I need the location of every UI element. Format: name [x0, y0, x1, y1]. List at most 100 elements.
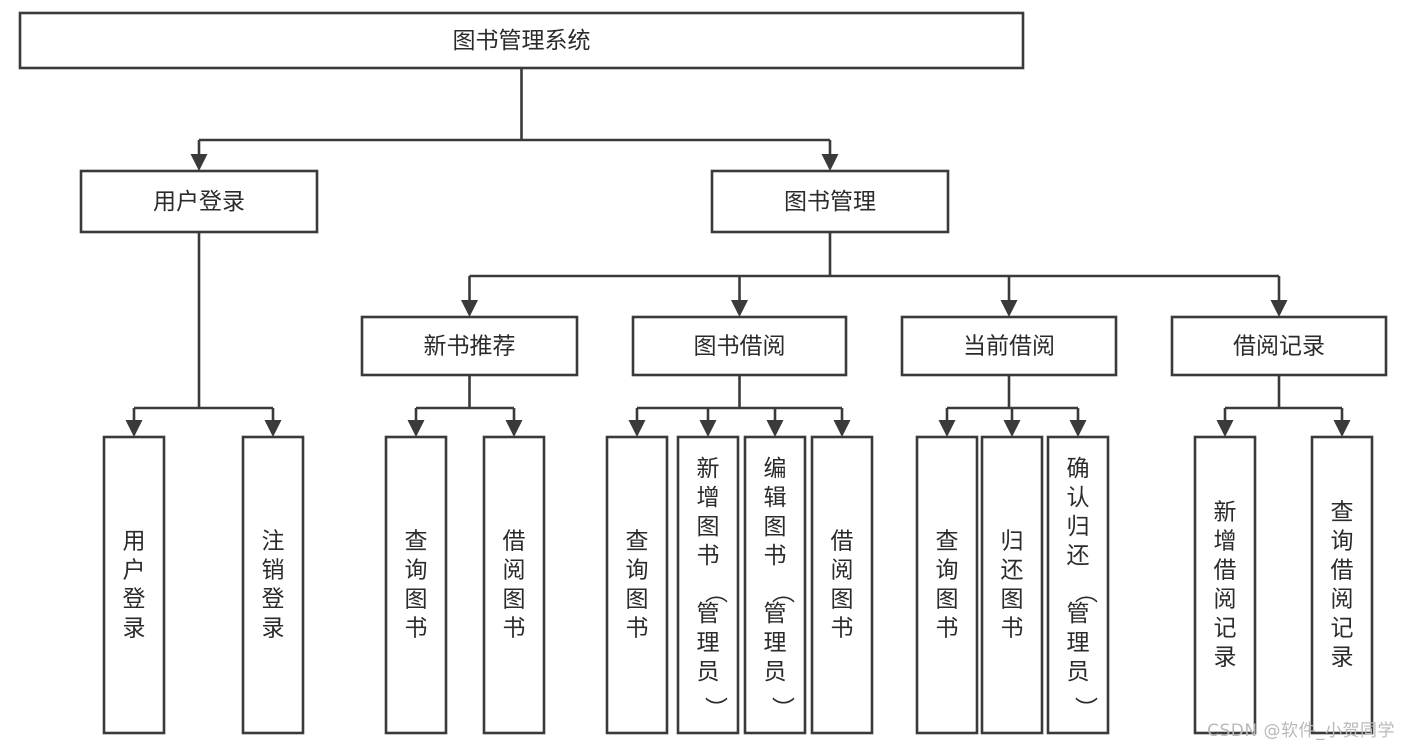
arrow-head-icon: [821, 154, 839, 171]
node-label: 借阅记录: [1233, 334, 1325, 360]
node-label-char: 阅: [503, 558, 526, 584]
node-label-char: 管: [697, 601, 720, 627]
node-box: [1170, 315, 1388, 377]
node-level3-book-borrow[interactable]: 图书借阅: [631, 315, 848, 377]
node-label-char: 查: [936, 529, 959, 555]
node-box: [710, 169, 950, 234]
node-label-char: 员: [764, 659, 787, 685]
arrow-head-icon: [1333, 420, 1351, 437]
node-box: [241, 435, 305, 735]
node-root-book-management-system[interactable]: 图书管理系统: [18, 11, 1025, 70]
node-box: [810, 435, 874, 735]
node-label-char: ）: [1072, 697, 1098, 720]
node-label-char: （: [1072, 581, 1098, 604]
node-label-char: 借: [1331, 558, 1354, 584]
node-label-char: 录: [262, 616, 285, 642]
node-label-char: 书: [503, 616, 526, 642]
node-label-char: （: [702, 581, 728, 604]
node-level3-current-borrow[interactable]: 当前借阅: [900, 315, 1118, 377]
node-label-char: 图: [626, 587, 649, 613]
arrow-head-icon: [1069, 420, 1087, 437]
node-box: [482, 435, 546, 735]
node-box: [743, 435, 807, 735]
node-label-char: ）: [702, 697, 728, 720]
arrow-head-icon: [699, 420, 717, 437]
node-label-char: 认: [1067, 485, 1090, 511]
node-label-char: 询: [936, 558, 959, 584]
node-level2-user-login[interactable]: 用户登录: [79, 169, 319, 234]
node-label-char: 编: [764, 456, 787, 482]
node-level3-new-book-recommend[interactable]: 新书推荐: [360, 315, 579, 377]
node-label-char: 书: [764, 543, 787, 569]
node-label-char: 新: [1214, 500, 1237, 526]
node-box: [102, 435, 166, 735]
arrow-head-icon: [125, 420, 143, 437]
node-label-char: 增: [1214, 529, 1237, 555]
node-label-char: 理: [764, 630, 787, 656]
arrow-head-icon: [461, 300, 478, 317]
node-label-char: 询: [1331, 529, 1354, 555]
node-box: [605, 435, 669, 735]
node-label-char: 借: [831, 529, 854, 555]
node-label-char: 确: [1067, 456, 1090, 482]
node-label-char: 查: [626, 529, 649, 555]
node-box: [384, 435, 448, 735]
node-box: [360, 315, 579, 377]
node-level3-borrow-record[interactable]: 借阅记录: [1170, 315, 1388, 377]
node-box: [980, 435, 1044, 735]
node-label-char: （: [769, 581, 795, 604]
node-label-char: 增: [697, 485, 720, 511]
arrow-head-icon: [833, 420, 851, 437]
arrow-head-icon: [407, 420, 425, 437]
node-label-char: 登: [123, 587, 146, 613]
arrow-head-icon: [190, 154, 208, 171]
node-label: 图书管理系统: [453, 28, 591, 54]
node-level2-book-management[interactable]: 图书管理: [710, 169, 950, 234]
node-label: 当前借阅: [963, 334, 1055, 360]
arrow-head-icon: [938, 420, 956, 437]
arrow-head-icon: [766, 420, 784, 437]
node-label-char: 归: [1067, 514, 1090, 540]
node-label-char: 员: [1067, 659, 1090, 685]
node-box: [79, 169, 319, 234]
node-label-char: 阅: [1214, 587, 1237, 613]
node-label-char: 书: [626, 616, 649, 642]
node-label-char: 阅: [1331, 587, 1354, 613]
node-label-char: 管: [1067, 601, 1090, 627]
arrow-head-icon: [1000, 300, 1018, 317]
node-label-char: 用: [123, 529, 146, 555]
node-label-char: 图: [764, 514, 787, 540]
node-label-char: 归: [1001, 529, 1024, 555]
arrow-head-icon: [731, 300, 748, 317]
node-label-char: 借: [503, 529, 526, 555]
node-label-char: 图: [503, 587, 526, 613]
node-label-char: 书: [697, 543, 720, 569]
node-label-char: 登: [262, 587, 285, 613]
node-box: [631, 315, 848, 377]
node-label-char: 理: [1067, 630, 1090, 656]
node-label-char: 注: [262, 529, 285, 555]
node-label-char: 录: [123, 616, 146, 642]
node-label-char: 理: [697, 630, 720, 656]
node-label-char: 书: [936, 616, 959, 642]
node-box: [915, 435, 979, 735]
node-leaf-leaf-user-login[interactable]: 用户登录: [102, 435, 166, 735]
node-label-char: 询: [405, 558, 428, 584]
arrow-head-icon: [1003, 420, 1021, 437]
node-label-char: 书: [1001, 616, 1024, 642]
node-label-char: 还: [1001, 558, 1024, 584]
